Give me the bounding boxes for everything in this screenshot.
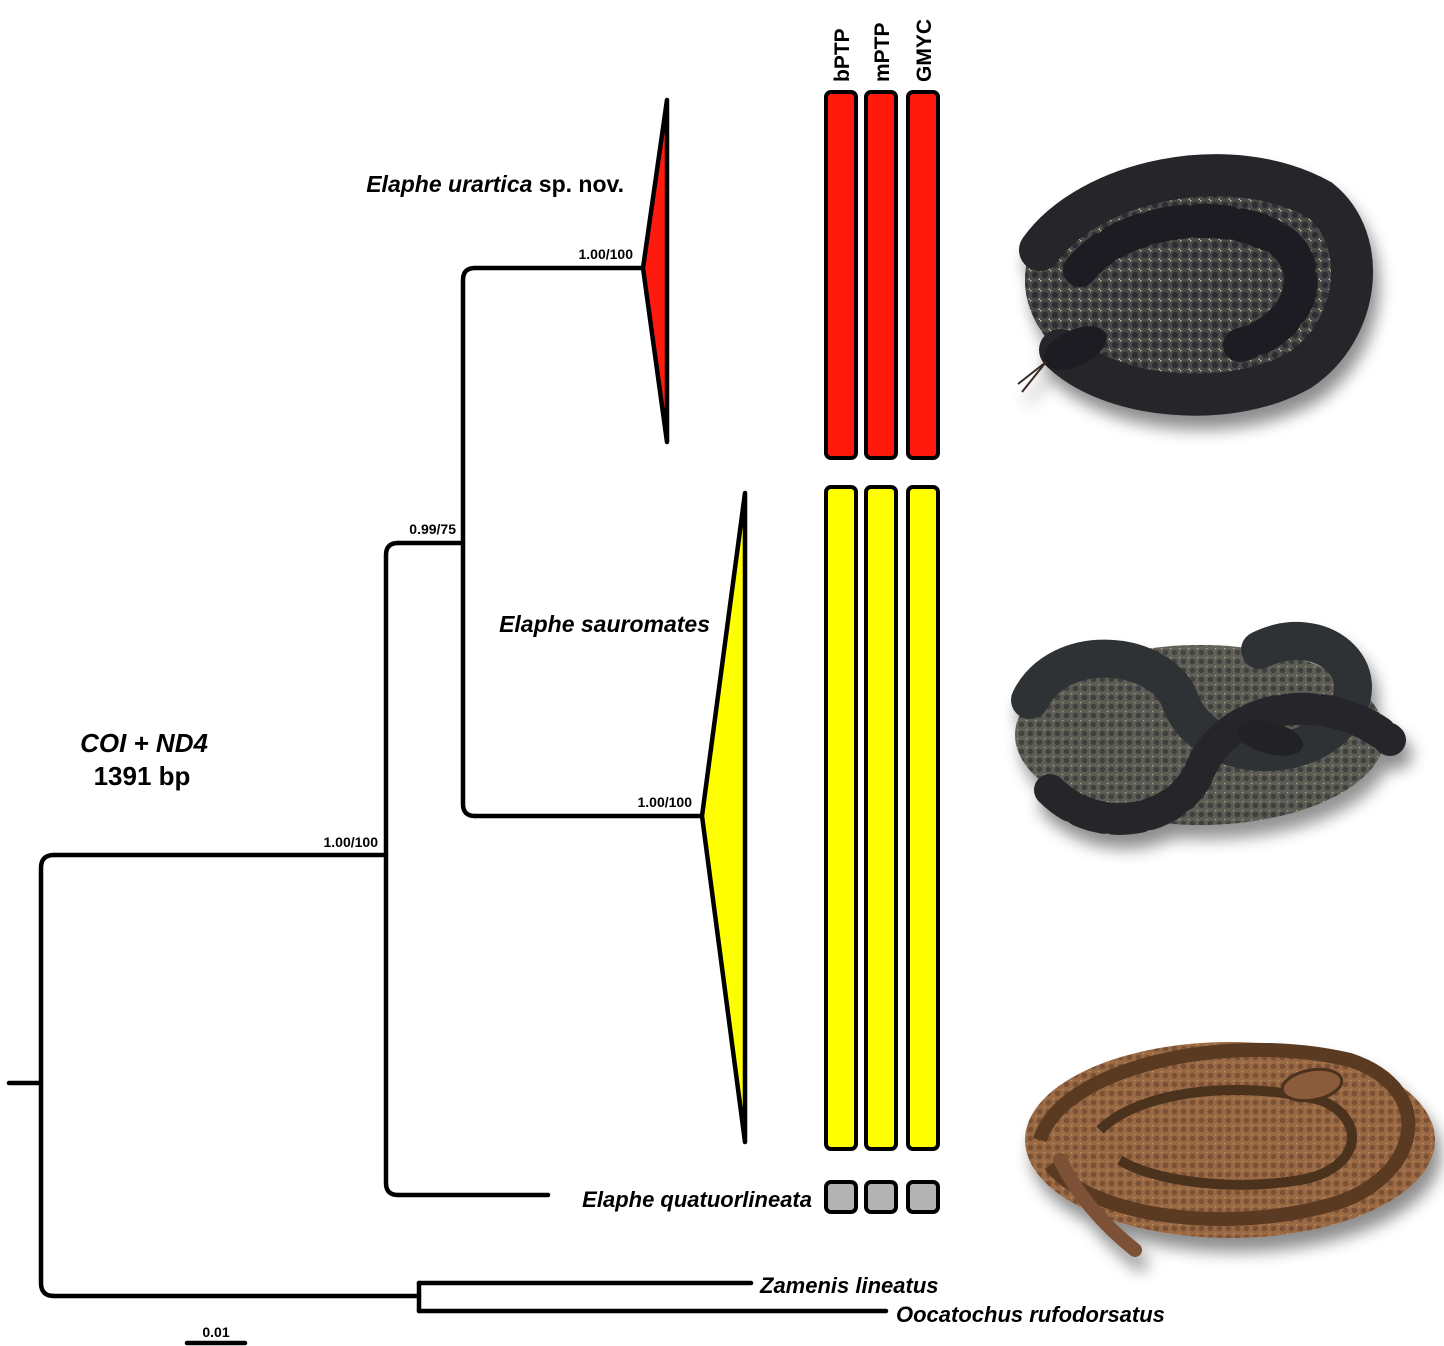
alignment-length: 1391 bp	[94, 761, 191, 791]
elaphe-quatuorlineata-photo	[1025, 1042, 1435, 1250]
bptp-sauromates-bar	[826, 487, 856, 1149]
method-header-mptp: mPTP	[871, 22, 894, 82]
sauromates-urartica-node	[463, 268, 475, 816]
support-ingroup: 1.00/100	[324, 834, 379, 850]
taxon-label-urartica: Elaphe urartica sp. nov.	[366, 171, 624, 197]
elaphe-urartica-photo	[1018, 162, 1355, 398]
mptp-urartica-bar	[866, 92, 896, 458]
marker-title: COI + ND4	[80, 728, 208, 758]
taxon-label-zamenis: Zamenis lineatus	[759, 1273, 939, 1298]
support-sauromates: 1.00/100	[638, 794, 693, 810]
bptp-quatuorlineata-bar	[826, 1182, 856, 1212]
sauromates-clade-triangle	[702, 493, 745, 1142]
ingroup-node	[386, 543, 398, 1195]
mptp-quatuorlineata-bar	[866, 1182, 896, 1212]
support-sauromates-urartica: 0.99/75	[409, 521, 456, 537]
mptp-sauromates-bar	[866, 487, 896, 1149]
support-urartica: 1.00/100	[579, 246, 634, 262]
elaphe-sauromates-photo	[1015, 641, 1390, 825]
scale-bar-label: 0.01	[202, 1324, 229, 1340]
taxon-label-sauromates: Elaphe sauromates	[499, 611, 710, 637]
method-header-bptp: bPTP	[831, 28, 854, 82]
delimitation-bars	[826, 92, 938, 1212]
taxon-label-quatuorlineata: Elaphe quatuorlineata	[582, 1187, 812, 1212]
urartica-clade-triangle	[643, 100, 667, 442]
taxon-label-oocatochus: Oocatochus rufodorsatus	[896, 1302, 1165, 1327]
gmyc-urartica-bar	[908, 92, 938, 458]
tree-branches	[9, 268, 886, 1343]
gmyc-quatuorlineata-bar	[908, 1182, 938, 1212]
method-header-gmyc: GMYC	[913, 19, 936, 82]
root-node	[41, 855, 54, 1296]
gmyc-sauromates-bar	[908, 487, 938, 1149]
bptp-urartica-bar	[826, 92, 856, 458]
